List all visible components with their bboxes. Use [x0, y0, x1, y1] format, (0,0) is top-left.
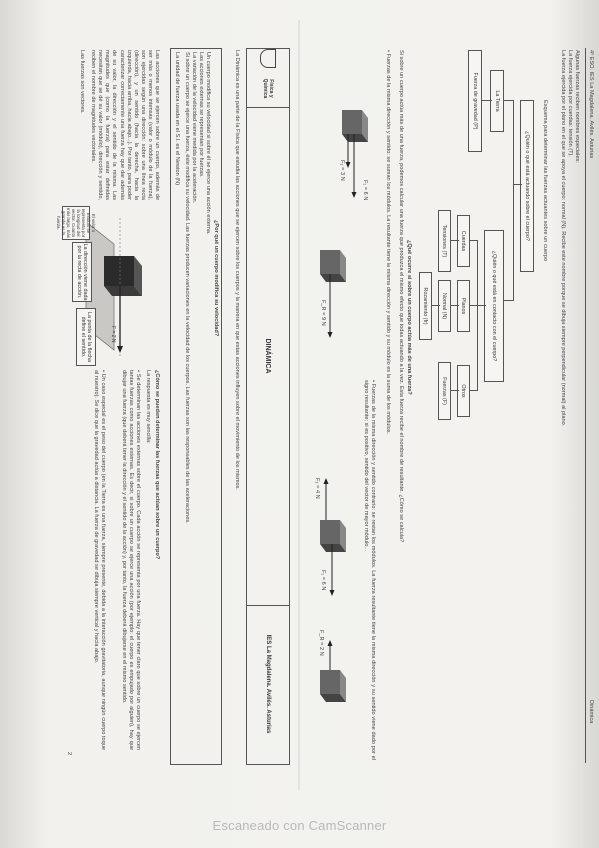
camscanner-watermark: Escaneado con CamScanner	[212, 818, 387, 833]
scheme-title: Esquema para determinar las fuerzas actu…	[542, 100, 548, 262]
example-a-svg	[320, 110, 368, 338]
scheme-others: Otros	[457, 365, 470, 417]
example-opposite-sense: F₁ = 6 N F₂ = 4 N F_R = 2 N	[308, 470, 348, 730]
vector-explanation: Las acciones que se ejercen sobre un cue…	[78, 50, 160, 200]
left-page: Física y Química DINÁMICA IES La Magdale…	[56, 40, 296, 765]
connector	[470, 240, 478, 241]
box-line-3: La variación de la velocidad viene medid…	[191, 52, 197, 204]
connector	[482, 100, 492, 101]
right-page: 4º ESO. IES La Magdalena. Avilés. Asturi…	[306, 40, 598, 765]
example-b-svg	[320, 478, 346, 702]
rule-text-1: Fuerzas de la misma dirección y sentido:…	[385, 53, 391, 435]
bullet-text-1: Se determinan las acciones externas sobr…	[120, 370, 141, 750]
page-number: 2	[66, 752, 72, 756]
scheme-root: ¿Quién o qué está actuando sobre el cuer…	[520, 100, 534, 272]
connector	[513, 100, 514, 300]
connector	[504, 300, 514, 301]
scheme-weight: Fuerza de gravedad (P)	[468, 50, 482, 152]
vector-paragraph: Las acciones que se ejercen sobre un cue…	[90, 50, 160, 200]
box-line-4: Si sobre un cuerpo se ejerce una fuerza,…	[184, 52, 190, 524]
course-header: 4º ESO. IES La Magdalena. Avilés. Asturi…	[588, 50, 594, 159]
example-a-f1: F₁ = 6 N	[362, 180, 368, 201]
example-b-f1: F₁ = 6 N	[320, 570, 326, 591]
intro-text: La Dinámica es una parte de la Física qu…	[234, 50, 240, 490]
connector	[478, 305, 486, 306]
connector	[504, 100, 514, 101]
connector	[470, 305, 478, 306]
question-velocity: ¿Por qué un cuerpo modifica su velocidad…	[213, 220, 219, 337]
question-determine: ¿Cómo se pueden determinar las fuerzas q…	[154, 370, 160, 560]
scheme-earth: La Tierra	[490, 70, 504, 132]
connector	[451, 305, 459, 306]
logo-text: Física y Química	[262, 78, 274, 99]
example-b-result: F_R = 2 N	[318, 630, 324, 656]
example-a-f2: F₂ = 3 N	[339, 160, 345, 181]
rule-text-2: Fuerzas de la misma dirección y sentido …	[362, 380, 376, 760]
box-line-5: La unidad de fuerza usada en el S.I. es …	[174, 52, 180, 186]
connector	[470, 390, 478, 391]
scheme-normal: Normal (N)	[438, 280, 451, 332]
rule-opposite-sense: • Fuerzas de la misma dirección y sentid…	[362, 380, 376, 760]
intro-line-3: La fuerza ejercida por el plano en el qu…	[560, 50, 566, 427]
example-same-sense: F₁ = 6 N F₂ = 3 N F_R = 9 N	[312, 100, 372, 340]
doc-title: DINÁMICA	[247, 107, 289, 606]
intro-line-2: La fuerza ejercida por cuerdas: tensión …	[567, 50, 573, 157]
bullet-item-2: • Un caso especial es el peso del cuerpo…	[92, 370, 106, 750]
scheme-friction: Rozamiento (fr)	[419, 272, 432, 340]
callout-module-box: El valor o módulo se representa por la l…	[56, 206, 96, 240]
callout-direction: La dirección viene dada por la recta de …	[72, 242, 92, 302]
connector	[451, 240, 459, 241]
scheme-strings: Cuerdas	[457, 215, 470, 267]
school-name: IES La Magdalena. Avilés. Asturias	[265, 634, 271, 734]
scheme-contact: ¿Quién o qué está en contacto con el cue…	[484, 230, 504, 382]
rule-same-sense: • Fuerzas de la misma dirección y sentid…	[384, 50, 391, 750]
connector	[477, 240, 478, 390]
box-line-2: Las acciones externas se representan por…	[198, 52, 204, 178]
example-a-result: F_R = 9 N	[320, 300, 326, 326]
bullet-text-2: Un caso especial es el peso del cuerpo (…	[92, 370, 106, 750]
connector	[451, 390, 459, 391]
callout-tip: La punta de la flecha define el sentido.	[76, 308, 96, 366]
page-header: Física y Química DINÁMICA IES La Magdale…	[246, 48, 290, 765]
connector	[514, 184, 522, 185]
question-resultant: ¿Qué ocurre si sobre un cuerpo actúa más…	[406, 240, 412, 395]
scheme-plane: Planos	[457, 280, 470, 332]
scheme-tension: Tensiones (T)	[438, 210, 451, 272]
force-value-label: F = 2 N	[110, 326, 116, 343]
logo-cell: Física y Química	[247, 49, 289, 108]
vector-conclusion: Las fuerzas son vectores.	[79, 50, 86, 114]
example-b-f2: F₂ = 4 N	[314, 478, 320, 499]
header-rule	[585, 48, 586, 763]
resultant-intro: Si sobre un cuerpo actúa más de una fuer…	[398, 50, 404, 543]
page-fold	[298, 20, 300, 790]
connector	[432, 305, 440, 306]
answer-lead: La respuesta es muy sencilla:	[145, 370, 151, 444]
flask-icon	[260, 49, 276, 68]
scheme-forces: Fuerzas (F)	[438, 362, 451, 420]
intro-line-1: Algunas fuerzas reciben nombres especial…	[574, 50, 580, 163]
bullet-item-1: • Se determinan las acciones externas so…	[120, 370, 141, 750]
topic-header: Dinámica	[588, 700, 594, 724]
box-line-1: Un cuerpo modifica su velocidad si sobre…	[205, 52, 211, 235]
